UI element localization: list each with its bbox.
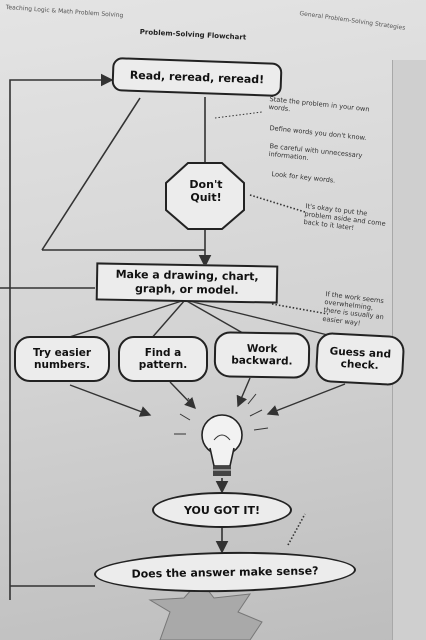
node-backward: Work backward. (213, 331, 311, 379)
stop-sign-shape (165, 162, 245, 230)
node-dont-quit: Don't Quit! (189, 178, 223, 204)
node-pattern: Find a pattern. (118, 336, 208, 382)
loop-line-top (9, 73, 114, 600)
node-got-it: YOU GOT IT! (152, 492, 292, 528)
line-diagonal (41, 97, 141, 251)
node-guess: Guess and check. (314, 331, 406, 387)
light-bulb-icon (174, 393, 269, 476)
starburst-shape (148, 579, 263, 640)
node-drawing: Make a drawing, chart, graph, or model. (95, 262, 279, 304)
node-read: Read, reread, reread! (111, 57, 283, 97)
node-easier: Try easier numbers. (14, 336, 110, 382)
